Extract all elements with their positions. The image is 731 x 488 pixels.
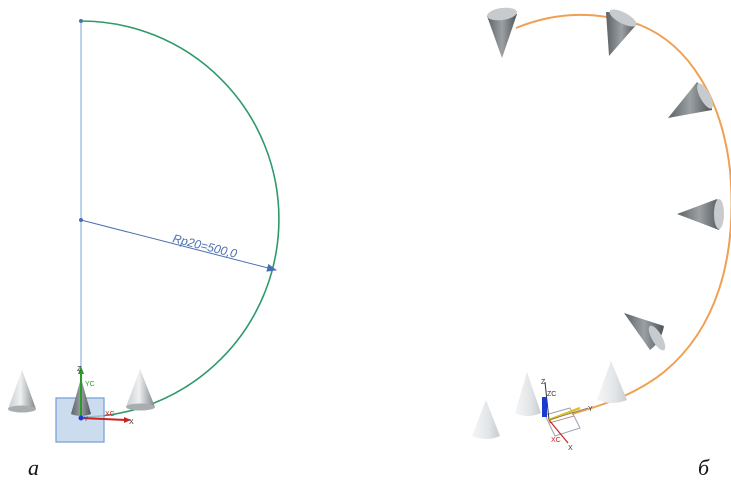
axis-label-xc-right: XC	[551, 437, 561, 444]
axis-x-right	[548, 419, 569, 444]
axis-label-x: X	[129, 419, 134, 426]
axis-label-y: Y	[84, 417, 88, 423]
axis-label-x-right: X	[568, 445, 573, 452]
axis-label-xc: XC	[105, 411, 115, 418]
cone-light-2	[515, 372, 541, 416]
cone-right-start	[126, 369, 155, 411]
axis-label-zc-right: ZC	[547, 391, 556, 398]
axis-label-yc: YC	[85, 381, 95, 388]
axis-label-y-right: Y	[588, 406, 593, 413]
cone-path-4	[677, 199, 724, 230]
axis-x-left	[80, 417, 127, 421]
csys-origin	[78, 415, 84, 421]
cone-path-5	[624, 313, 666, 351]
panel-label-b: б	[698, 455, 710, 480]
radius-dimension-text: Rp20=500,0	[171, 231, 238, 261]
trajectory-arc-left	[80, 20, 280, 418]
panel-right: Z ZC XC X Y	[472, 7, 731, 452]
axis-label-z-right: Z	[541, 379, 546, 386]
axis-zc-bar	[542, 397, 547, 417]
cone-path-1	[487, 7, 517, 58]
cone-left-outer	[8, 370, 36, 413]
panel-label-a: а	[28, 455, 39, 480]
cone-light-1	[472, 400, 500, 439]
cone-light-3	[597, 361, 627, 403]
panel-left: Rp20=500,0 Z YC XC X Y	[8, 19, 280, 443]
axis-label-z: Z	[77, 366, 82, 373]
radius-dimension-line	[80, 219, 277, 272]
cone-path-3	[668, 82, 713, 118]
cone-path-2	[606, 9, 637, 56]
csys-right	[542, 381, 589, 444]
